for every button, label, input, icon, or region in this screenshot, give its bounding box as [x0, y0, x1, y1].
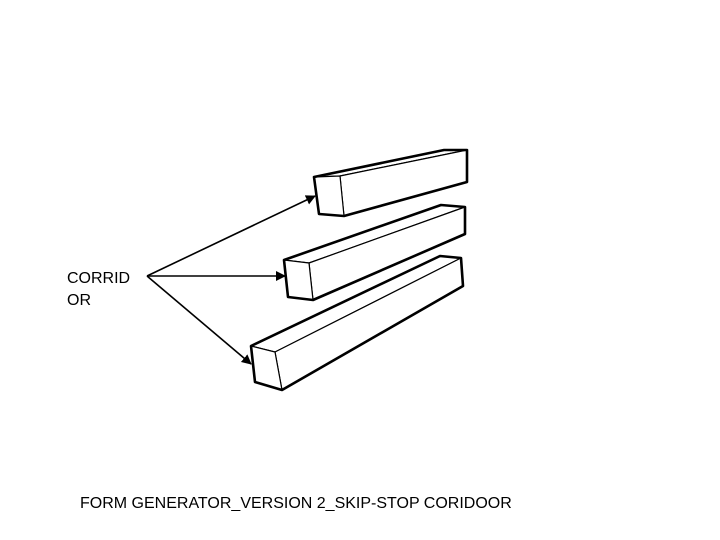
- arrow-to-bottom-bar: [146, 275, 252, 365]
- diagram-caption: FORM GENERATOR_VERSION 2_SKIP-STOP CORID…: [80, 495, 512, 512]
- corridor-label-line-1: CORRID: [67, 270, 131, 287]
- corridor-label-line-2: OR: [67, 292, 91, 309]
- arrow-to-top-bar: [146, 195, 316, 277]
- corridor-bar-top: [312, 148, 469, 218]
- corridor-bar-middle: [282, 203, 467, 302]
- corridor-bar-bottom: [249, 254, 465, 392]
